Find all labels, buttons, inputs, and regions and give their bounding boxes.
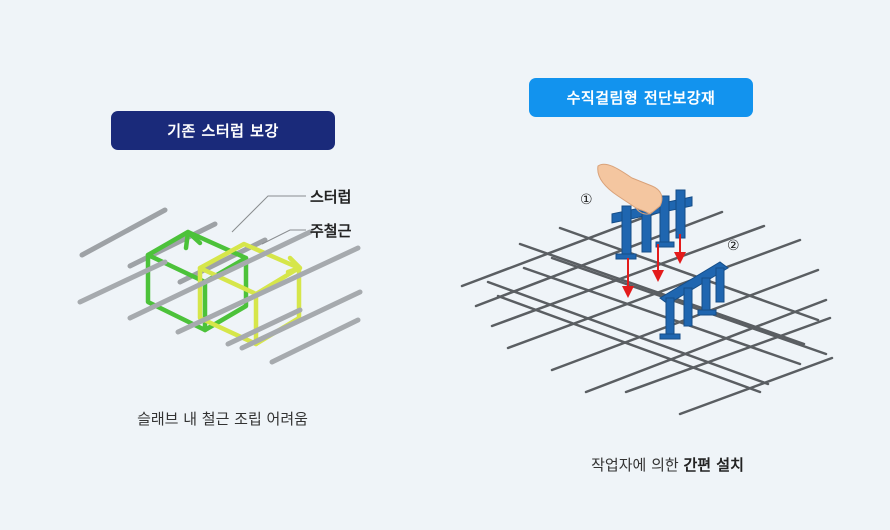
main-rebar-front	[77, 229, 363, 365]
left-caption: 슬래브 내 철근 조립 어려움	[137, 410, 308, 428]
step-marker-1: ①	[580, 192, 593, 208]
right-caption-normal: 작업자에 의한	[591, 456, 684, 474]
label-leader-lines	[231, 195, 306, 245]
hand-icon	[597, 163, 663, 215]
left-rebar-cage: 스터럽 주철근	[77, 188, 363, 365]
right-caption-bold: 간편 설치	[683, 456, 744, 474]
down-arrow-icon	[622, 234, 686, 298]
left-title-badge: 기존 스터럽 보강	[111, 111, 335, 150]
shear-reinforcement-2	[659, 261, 729, 340]
right-title-badge: 수직걸림형 전단보강재	[529, 78, 753, 117]
right-rebar-mesh	[460, 198, 834, 416]
right-caption: 작업자에 의한 간편 설치	[445, 454, 890, 475]
stirrup-label: 스터럽	[310, 188, 351, 206]
main-rebar-label: 주철근	[310, 222, 352, 240]
step-marker-2: ②	[727, 238, 740, 254]
